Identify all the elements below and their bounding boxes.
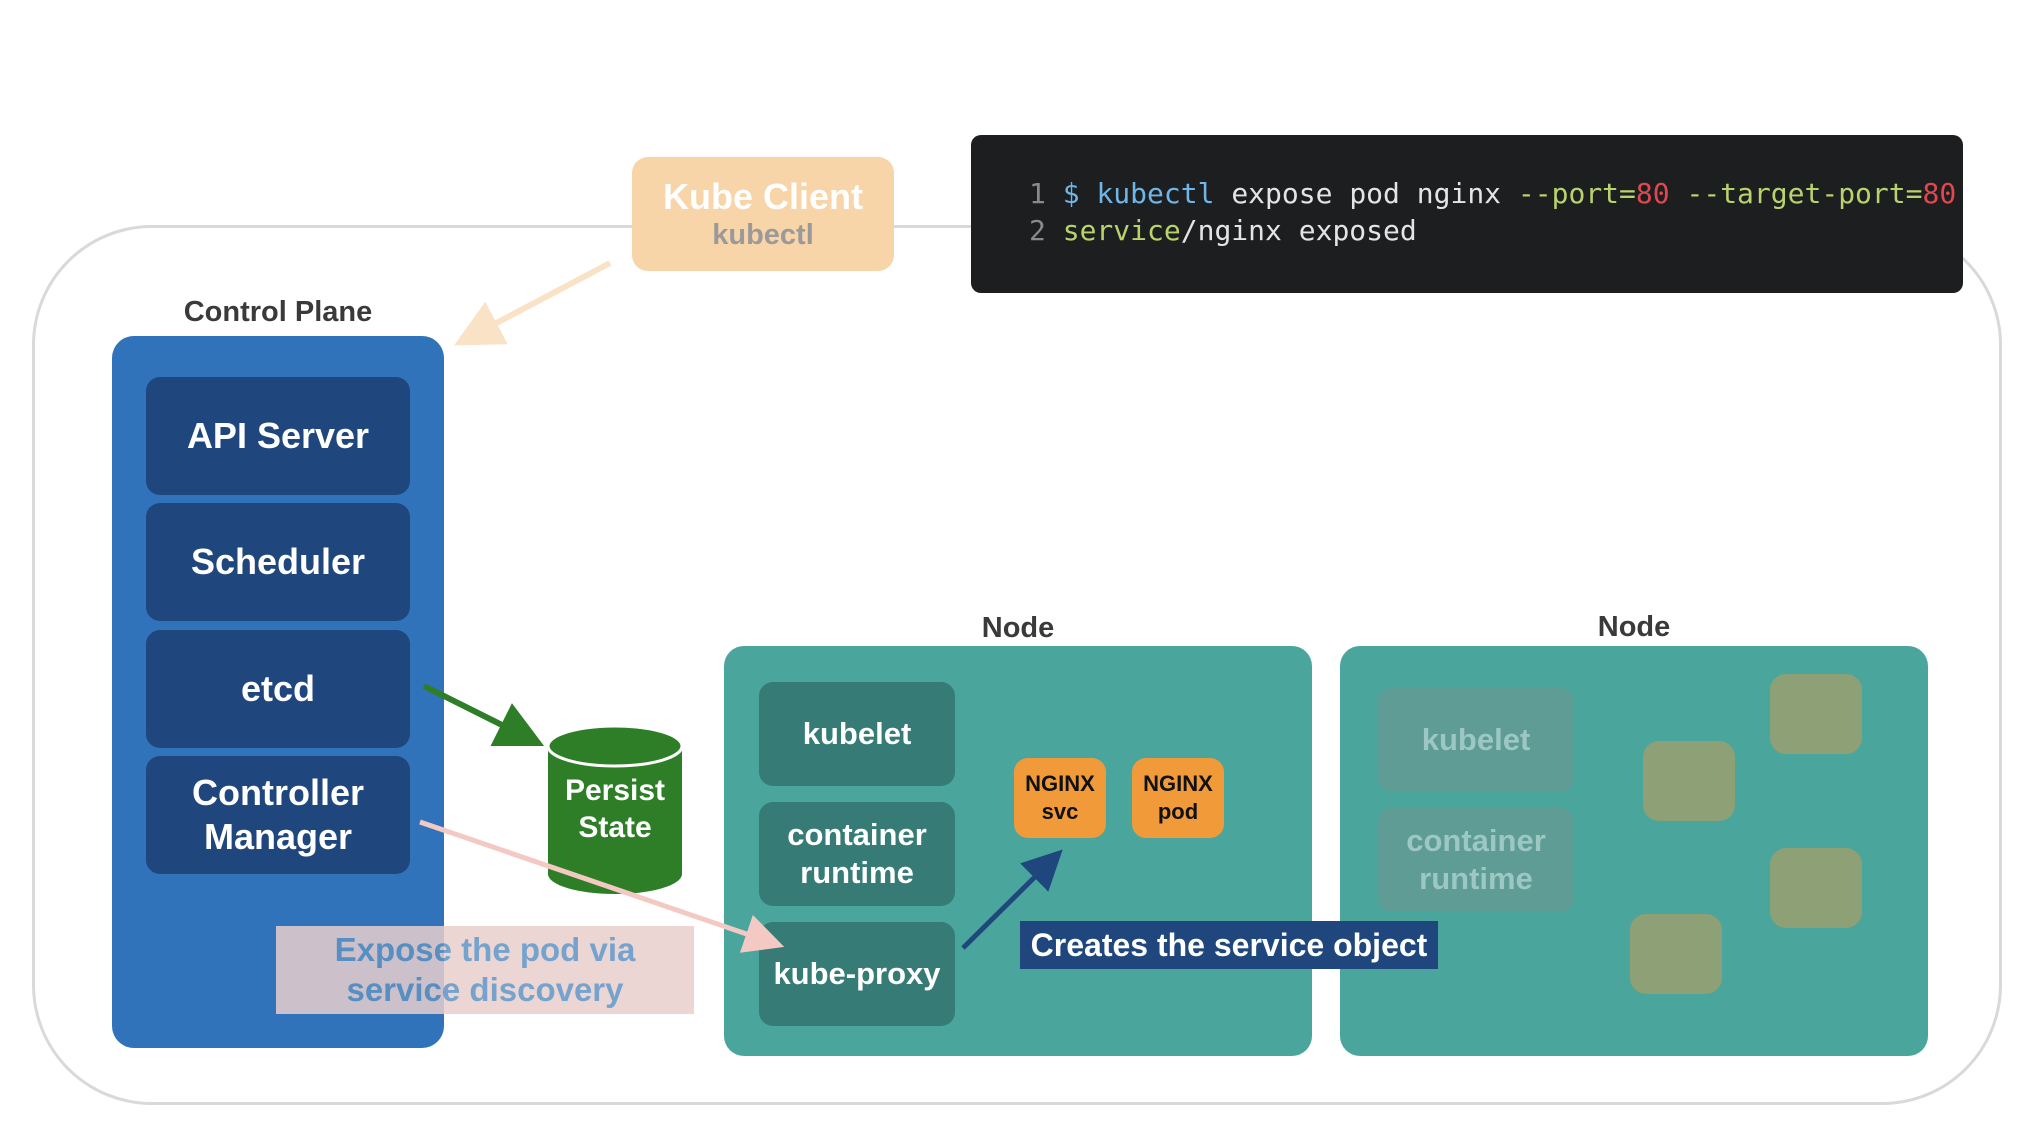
persist-state-label: Persist State	[564, 774, 666, 844]
arrow-kube-proxy-to-nginx-svc	[961, 849, 1063, 950]
controller-manager-box: Controller Manager	[146, 756, 410, 874]
command: kubectl	[1096, 177, 1215, 210]
nginx-svc: NGINX svc	[1014, 758, 1106, 838]
arrow-etcd-to-persist	[422, 683, 545, 747]
pod-placeholder	[1770, 848, 1862, 928]
flag-target-port-value: 80	[1922, 177, 1957, 210]
expose-annotation: Expose the pod via service discovery	[276, 926, 694, 1014]
pod-placeholder	[1770, 674, 1862, 754]
pod-placeholder	[1643, 741, 1735, 821]
creates-annotation: Creates the service object	[1020, 921, 1438, 969]
node-1-container-runtime: container runtime	[759, 802, 955, 906]
terminal-line-2: 2 service/nginx exposed	[1029, 212, 1963, 249]
nginx-pod-title: NGINX	[1143, 771, 1213, 796]
node-2-label: Node	[1597, 611, 1671, 643]
control-plane-label: Control Plane	[183, 296, 373, 328]
node-1-label: Node	[981, 612, 1055, 644]
nginx-svc-subtitle: svc	[1041, 799, 1079, 824]
node-2-kubelet: kubelet	[1378, 688, 1574, 792]
flag-port: --port=	[1517, 177, 1636, 210]
node-2-container-runtime: container runtime	[1378, 808, 1574, 912]
line-number: 2	[1029, 214, 1046, 247]
node-1-kube-proxy: kube-proxy	[759, 922, 955, 1026]
arrow-client-to-control-plane	[454, 260, 612, 346]
kube-client-subtitle: kubectl	[712, 219, 814, 251]
line-number: 1	[1029, 177, 1046, 210]
command-args: expose pod nginx	[1231, 177, 1502, 210]
output-rest: /nginx exposed	[1180, 214, 1417, 247]
persist-state-cylinder	[546, 724, 684, 894]
pod-placeholder	[1630, 914, 1722, 994]
kube-client-box: Kube Client kubectl	[632, 157, 894, 271]
node-1-kubelet: kubelet	[759, 682, 955, 786]
nginx-pod: NGINX pod	[1132, 758, 1224, 838]
kube-client-title: Kube Client	[662, 176, 863, 217]
output-service: service	[1062, 214, 1181, 247]
nginx-pod-subtitle: pod	[1157, 799, 1199, 824]
nginx-svc-title: NGINX	[1025, 771, 1095, 796]
api-server-box: API Server	[146, 377, 410, 495]
arrow-controller-to-kube-proxy	[419, 819, 785, 953]
terminal-line-1: 1 $ kubectl expose pod nginx --port=80 -…	[1029, 175, 1963, 212]
scheduler-box: Scheduler	[146, 503, 410, 621]
prompt: $	[1062, 177, 1080, 210]
flag-target-port: --target-port=	[1686, 177, 1923, 210]
etcd-box: etcd	[146, 630, 410, 748]
flag-port-value: 80	[1635, 177, 1670, 210]
terminal-window: 1 $ kubectl expose pod nginx --port=80 -…	[971, 135, 1963, 293]
